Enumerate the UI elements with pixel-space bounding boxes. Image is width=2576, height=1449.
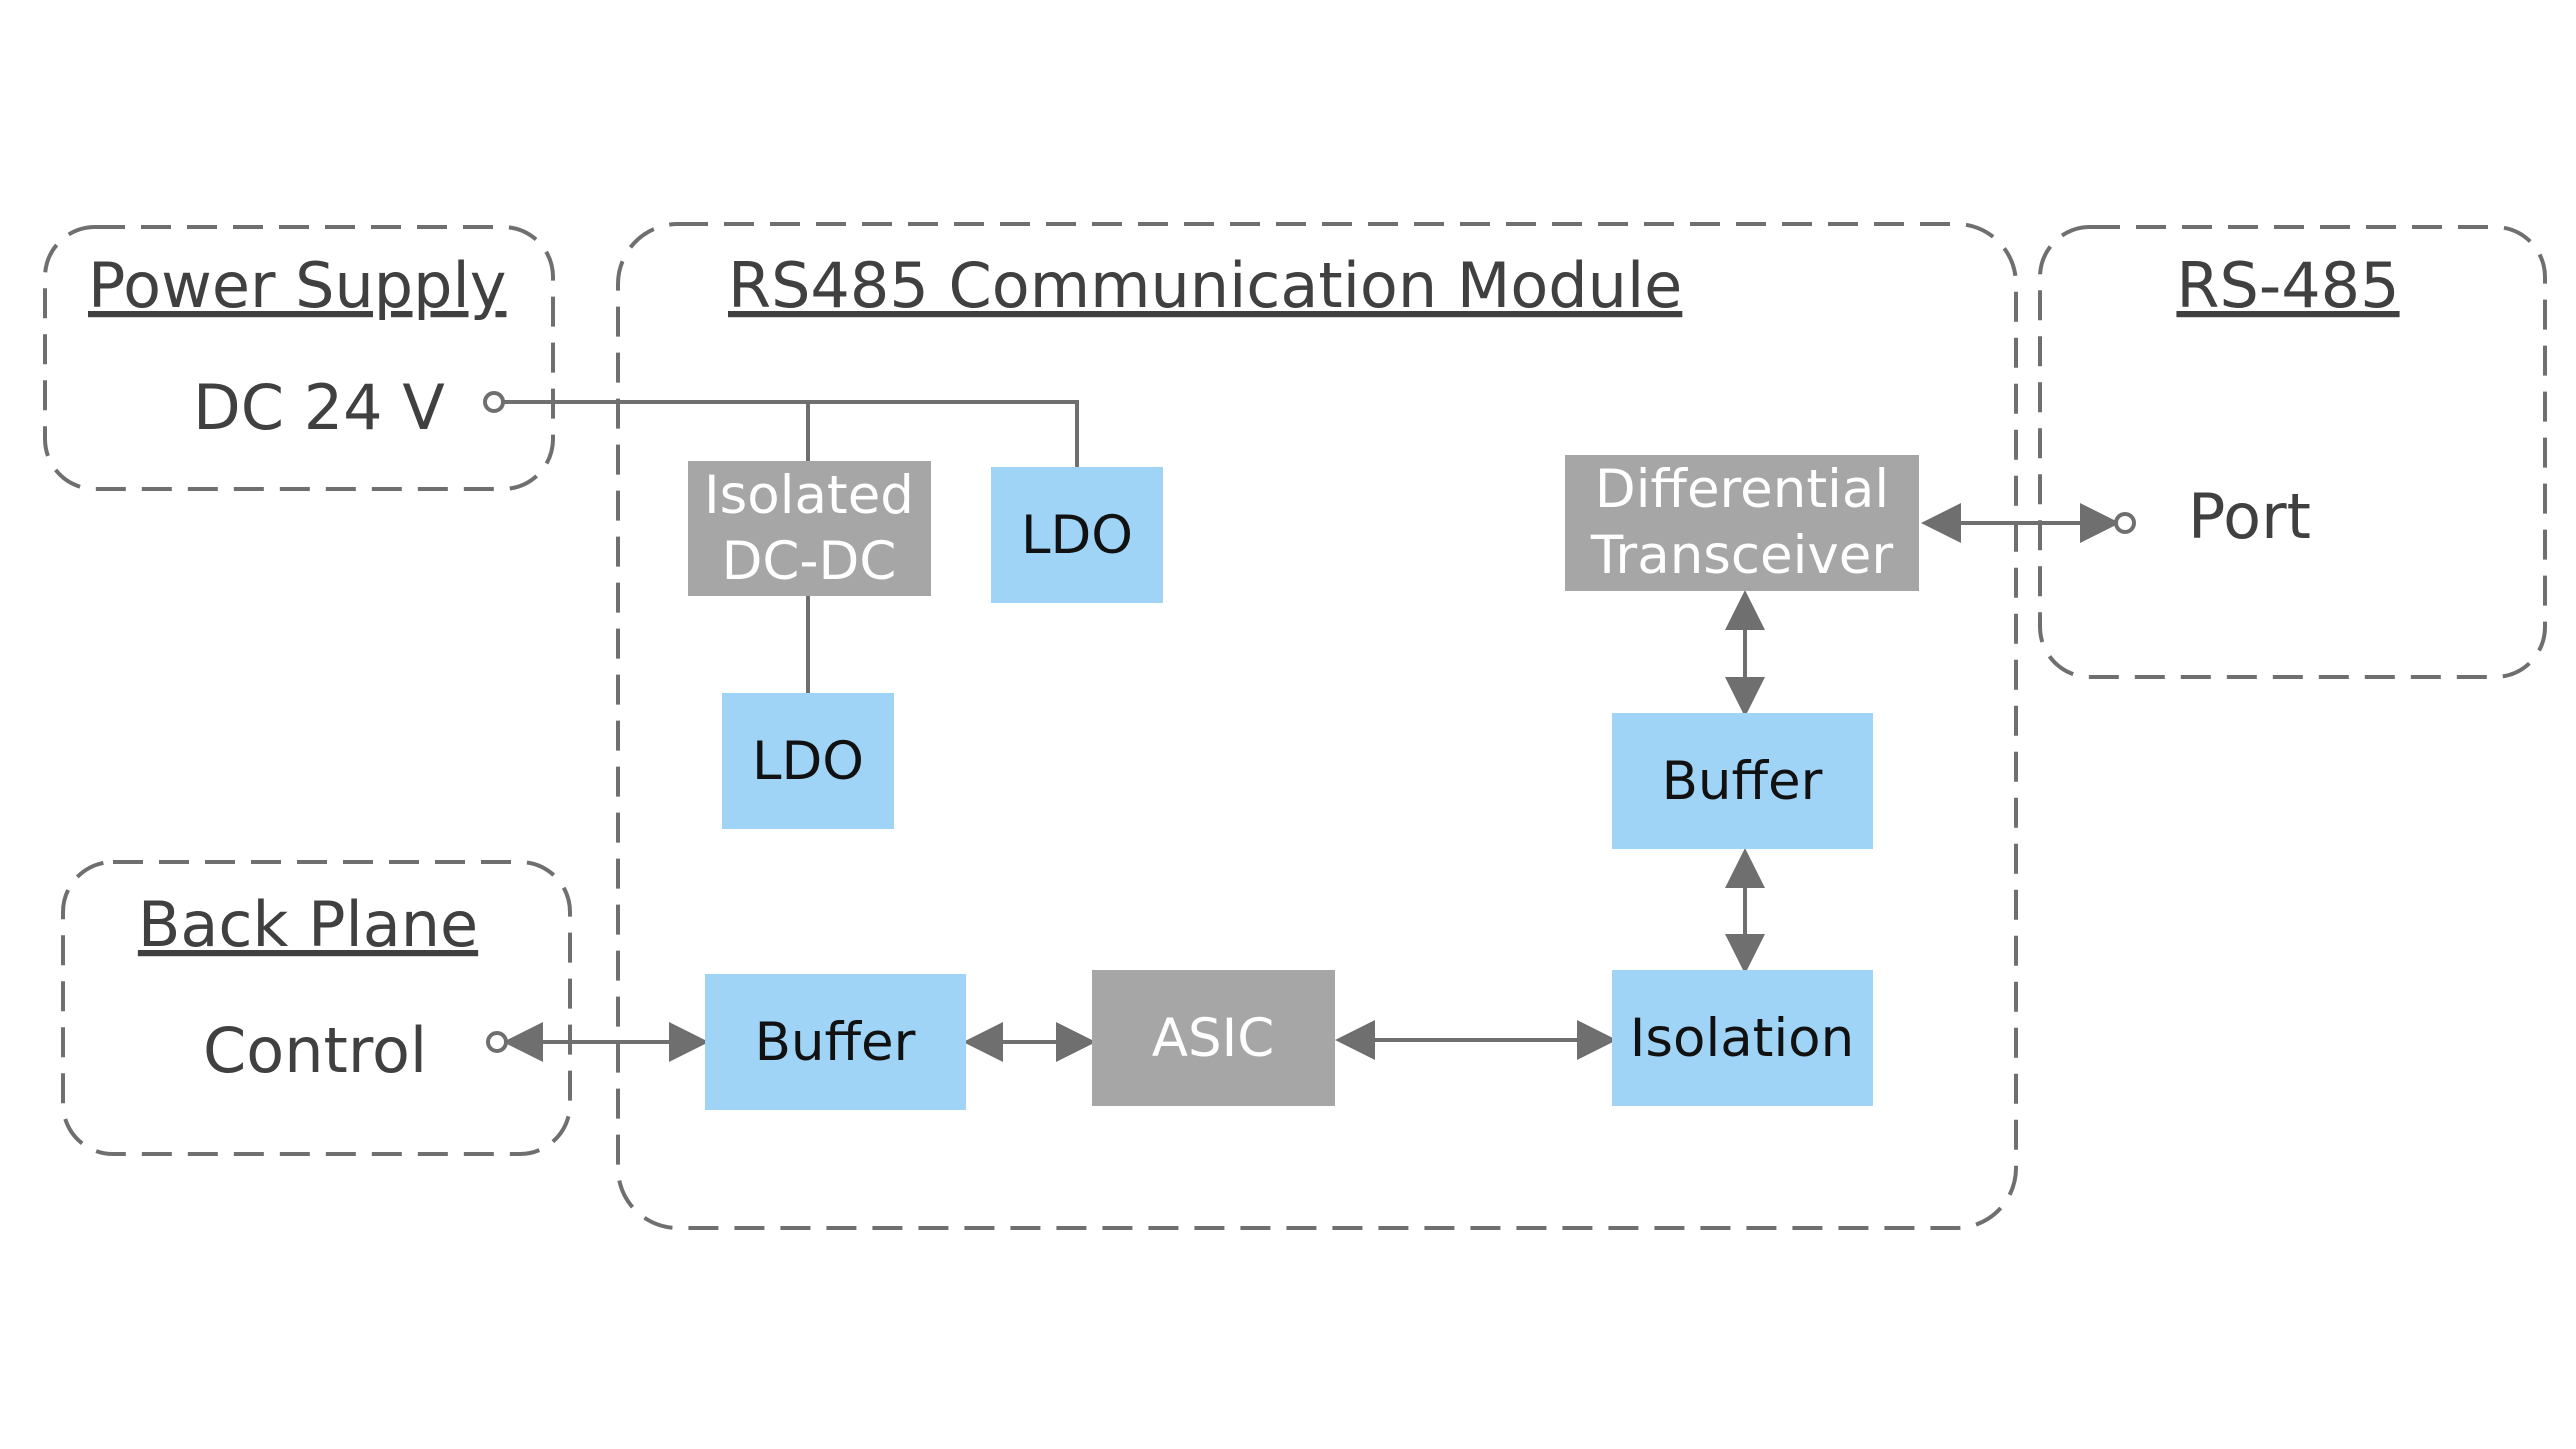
port-terminal [2114, 512, 2136, 534]
asic-label: ASIC [1152, 1008, 1275, 1069]
isolated-dcdc-line2: DC-DC [722, 531, 897, 592]
differential-transceiver-block: Differential Transceiver [1565, 455, 1919, 591]
ldo-top-rect [991, 467, 1163, 603]
ldo-bottom-label: LDO [752, 731, 864, 792]
module-group [616, 222, 2018, 1230]
differential-transceiver-line1: Differential [1595, 459, 1889, 520]
rs485-title: RS-485 [2176, 249, 2399, 322]
rs485-group [2038, 225, 2547, 679]
power-supply-title: Power Supply [88, 249, 506, 322]
asic-rect [1092, 970, 1335, 1106]
buffer-left-label: Buffer [755, 1012, 916, 1073]
isolation-label: Isolation [1630, 1008, 1854, 1069]
isolated-dcdc-line1: Isolated [704, 465, 914, 526]
ldo-bottom-rect [722, 693, 894, 829]
asic-block: ASIC [1092, 970, 1335, 1106]
differential-transceiver-rect [1565, 455, 1919, 591]
isolation-block: Isolation [1612, 970, 1873, 1106]
back-plane-title: Back Plane [138, 888, 478, 961]
isolated-dcdc-rect [688, 461, 931, 596]
port-label: Port [2188, 480, 2311, 553]
control-terminal [486, 1031, 508, 1053]
ldo-top-block: LDO [991, 467, 1163, 603]
buffer-left-rect [705, 974, 966, 1110]
ldo-top-label: LDO [1021, 505, 1133, 566]
isolation-rect [1612, 970, 1873, 1106]
buffer-right-rect [1612, 713, 1873, 849]
dc24v-terminal [483, 391, 505, 413]
control-label: Control [203, 1014, 427, 1087]
ldo-bottom-block: LDO [722, 693, 894, 829]
power-wire [503, 400, 1079, 467]
buffer-right-block: Buffer [1612, 713, 1873, 849]
back-plane-group [61, 860, 572, 1156]
isolated-dcdc-block: Isolated DC-DC [688, 461, 931, 596]
buffer-left-block: Buffer [705, 974, 966, 1110]
buffer-right-label: Buffer [1662, 751, 1823, 812]
dc24v-label: DC 24 V [193, 371, 445, 444]
module-title: RS485 Communication Module [728, 249, 1682, 322]
power-supply-group [43, 225, 555, 491]
differential-transceiver-line2: Transceiver [1590, 525, 1894, 586]
